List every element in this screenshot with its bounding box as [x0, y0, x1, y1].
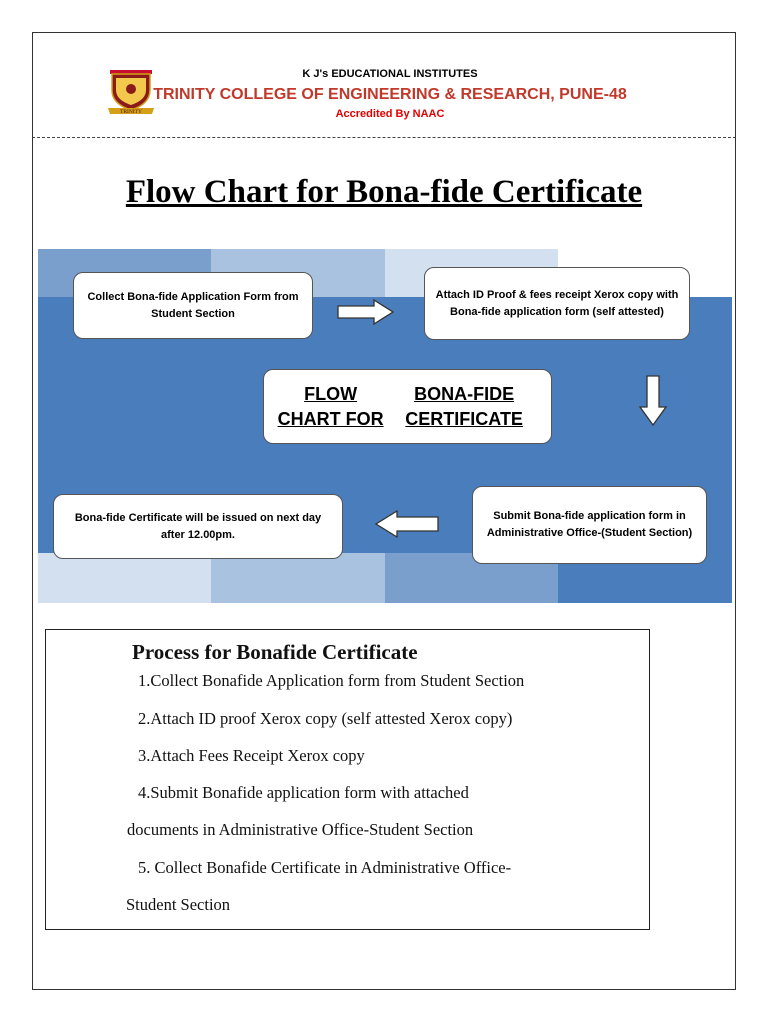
page-title: Flow Chart for Bona-fide Certificate — [125, 174, 643, 210]
process-item-1: 1.Collect Bonafide Application form from… — [138, 671, 525, 690]
arrow-right-icon — [337, 298, 395, 326]
accreditation-text: Accredited By NAAC — [335, 108, 445, 120]
college-logo: TRINITY — [108, 70, 154, 115]
flow-center-line2: BONA-FIDE CERTIFICATE — [405, 383, 523, 429]
process-item-4a: 4.Submit Bonafide application form with … — [138, 783, 469, 802]
process-title: Process for Bonafide Certificate — [132, 640, 418, 664]
logo-text: TRINITY — [120, 109, 142, 115]
arrow-left-icon — [374, 509, 439, 539]
process-item-3: 3.Attach Fees Receipt Xerox copy — [138, 746, 365, 765]
process-item-5a: 5. Collect Bonafide Certificate in Admin… — [138, 858, 512, 877]
arrow-down-icon — [638, 375, 668, 427]
flow-step-certificate-issued: Bona-fide Certificate will be issued on … — [53, 494, 343, 559]
institutes-name: K J's EDUCATIONAL INSTITUTES — [302, 68, 478, 80]
flow-center-line1: FLOW CHART FOR — [277, 383, 384, 429]
flow-step-collect-form: Collect Bona-fide Application Form from … — [73, 272, 313, 339]
header-divider — [32, 137, 736, 138]
page-frame — [32, 32, 736, 990]
process-item-5b: Student Section — [126, 895, 231, 914]
college-name: TRINITY COLLEGE OF ENGINEERING & RESEARC… — [153, 86, 627, 103]
process-box: Process for Bonafide Certificate 1.Colle… — [45, 629, 650, 930]
flow-center-title: FLOW CHART FOR BONA-FIDE CERTIFICATE — [263, 369, 552, 444]
process-item-4b: documents in Administrative Office-Stude… — [127, 820, 474, 839]
process-item-2: 2.Attach ID proof Xerox copy (self attes… — [138, 709, 513, 728]
flow-step-attach-proof: Attach ID Proof & fees receipt Xerox cop… — [424, 267, 690, 340]
flow-step-submit-form: Submit Bona-fide application form in Adm… — [472, 486, 707, 564]
